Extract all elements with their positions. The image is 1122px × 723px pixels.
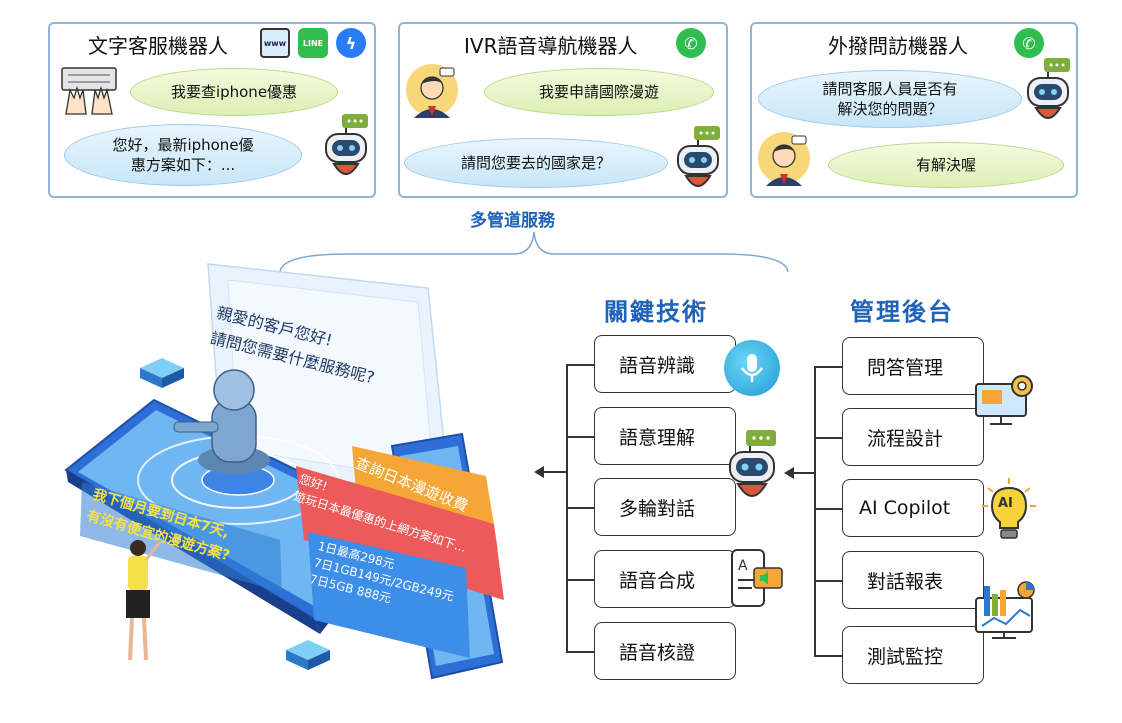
admin-item-dialogue-report: 對話報表 — [842, 551, 984, 609]
monitor-gear-icon — [975, 375, 1033, 425]
www-icon: www — [260, 28, 290, 58]
multichannel-label: 多管道服務 — [470, 211, 555, 231]
user-bubble: 我要查iphone優惠 — [130, 68, 338, 116]
arrow-head-left-icon — [534, 466, 544, 478]
businessman-avatar-icon — [758, 132, 810, 186]
user-bubble: 有解決喔 — [828, 142, 1064, 188]
tree-line — [814, 366, 842, 368]
bot-bubble: 您好，最新iphone優 惠方案如下：... — [64, 124, 302, 186]
ai-lightbulb-icon: AI — [980, 478, 1038, 542]
key-tech-item-semantic-understanding: 語意理解 — [594, 407, 736, 465]
panel-title: 外撥問訪機器人 — [828, 34, 968, 58]
messenger-icon: ϟ — [336, 28, 366, 58]
panel-title: 文字客服機器人 — [88, 34, 228, 58]
tree-line — [566, 364, 594, 366]
tree-line — [566, 507, 594, 509]
businessman-avatar-icon — [406, 64, 458, 118]
user-bubble: 我要申請國際漫遊 — [484, 68, 714, 116]
svg-text:A: A — [738, 558, 748, 574]
tree-line — [566, 579, 594, 581]
bot-bubble: 請問客服人員是否有 解決您的問題？ — [758, 70, 1022, 128]
panel-ivr-bot: IVR語音導航機器人 ✆ 我要申請國際漫遊 請問您要去的國家是？ — [398, 22, 728, 198]
key-tech-item-speech-synthesis: 語音合成 — [594, 550, 736, 608]
panel-outbound-bot: 外撥問訪機器人 ✆ 請問客服人員是否有 解決您的問題？ 有解決喔 — [750, 22, 1078, 198]
tree-line — [814, 508, 842, 510]
microphone-icon — [724, 340, 780, 396]
arrow-line — [542, 471, 567, 473]
tree-line — [814, 580, 842, 582]
tree-line — [566, 651, 594, 653]
tree-line — [814, 655, 842, 657]
key-tech-title: 關鍵技術 — [604, 298, 708, 326]
admin-item-ai-copilot: AI Copilot — [842, 479, 984, 537]
tree-line — [566, 436, 594, 438]
arrow-line — [792, 472, 815, 474]
admin-item-qa-management: 問答管理 — [842, 337, 984, 395]
line-app-icon: LINE — [298, 28, 328, 58]
ai-label: AI — [998, 496, 1013, 511]
admin-item-test-monitoring: 測試監控 — [842, 626, 984, 684]
bot-bubble: 請問您要去的國家是？ — [404, 138, 668, 188]
robot-icon — [325, 114, 368, 175]
report-chart-icon — [975, 581, 1035, 639]
phone-icon: ✆ — [1014, 28, 1044, 58]
admin-item-flow-design: 流程設計 — [842, 408, 984, 466]
panel-title: IVR語音導航機器人 — [464, 34, 638, 58]
speech-synthesis-icon: A — [731, 549, 783, 607]
tree-line — [814, 366, 816, 656]
brace-connector — [279, 231, 789, 273]
key-tech-item-multi-turn-dialogue: 多輪對話 — [594, 478, 736, 536]
keyboard-hands-icon — [61, 67, 117, 115]
key-tech-item-speech-recognition: 語音辨識 — [594, 335, 736, 393]
robot-icon — [1027, 58, 1070, 119]
chatbot-illustration — [64, 263, 504, 680]
key-tech-item-voice-verification: 語音核證 — [594, 622, 736, 680]
robot-icon — [677, 126, 720, 187]
robot-icon — [729, 430, 776, 497]
admin-title: 管理後台 — [850, 298, 954, 326]
arrow-head-left-icon — [784, 467, 794, 479]
panel-text-bot: 文字客服機器人 www LINE ϟ 我要查iphone優惠 您好，最新ipho… — [48, 22, 376, 198]
tree-line — [814, 437, 842, 439]
phone-icon: ✆ — [676, 28, 706, 58]
